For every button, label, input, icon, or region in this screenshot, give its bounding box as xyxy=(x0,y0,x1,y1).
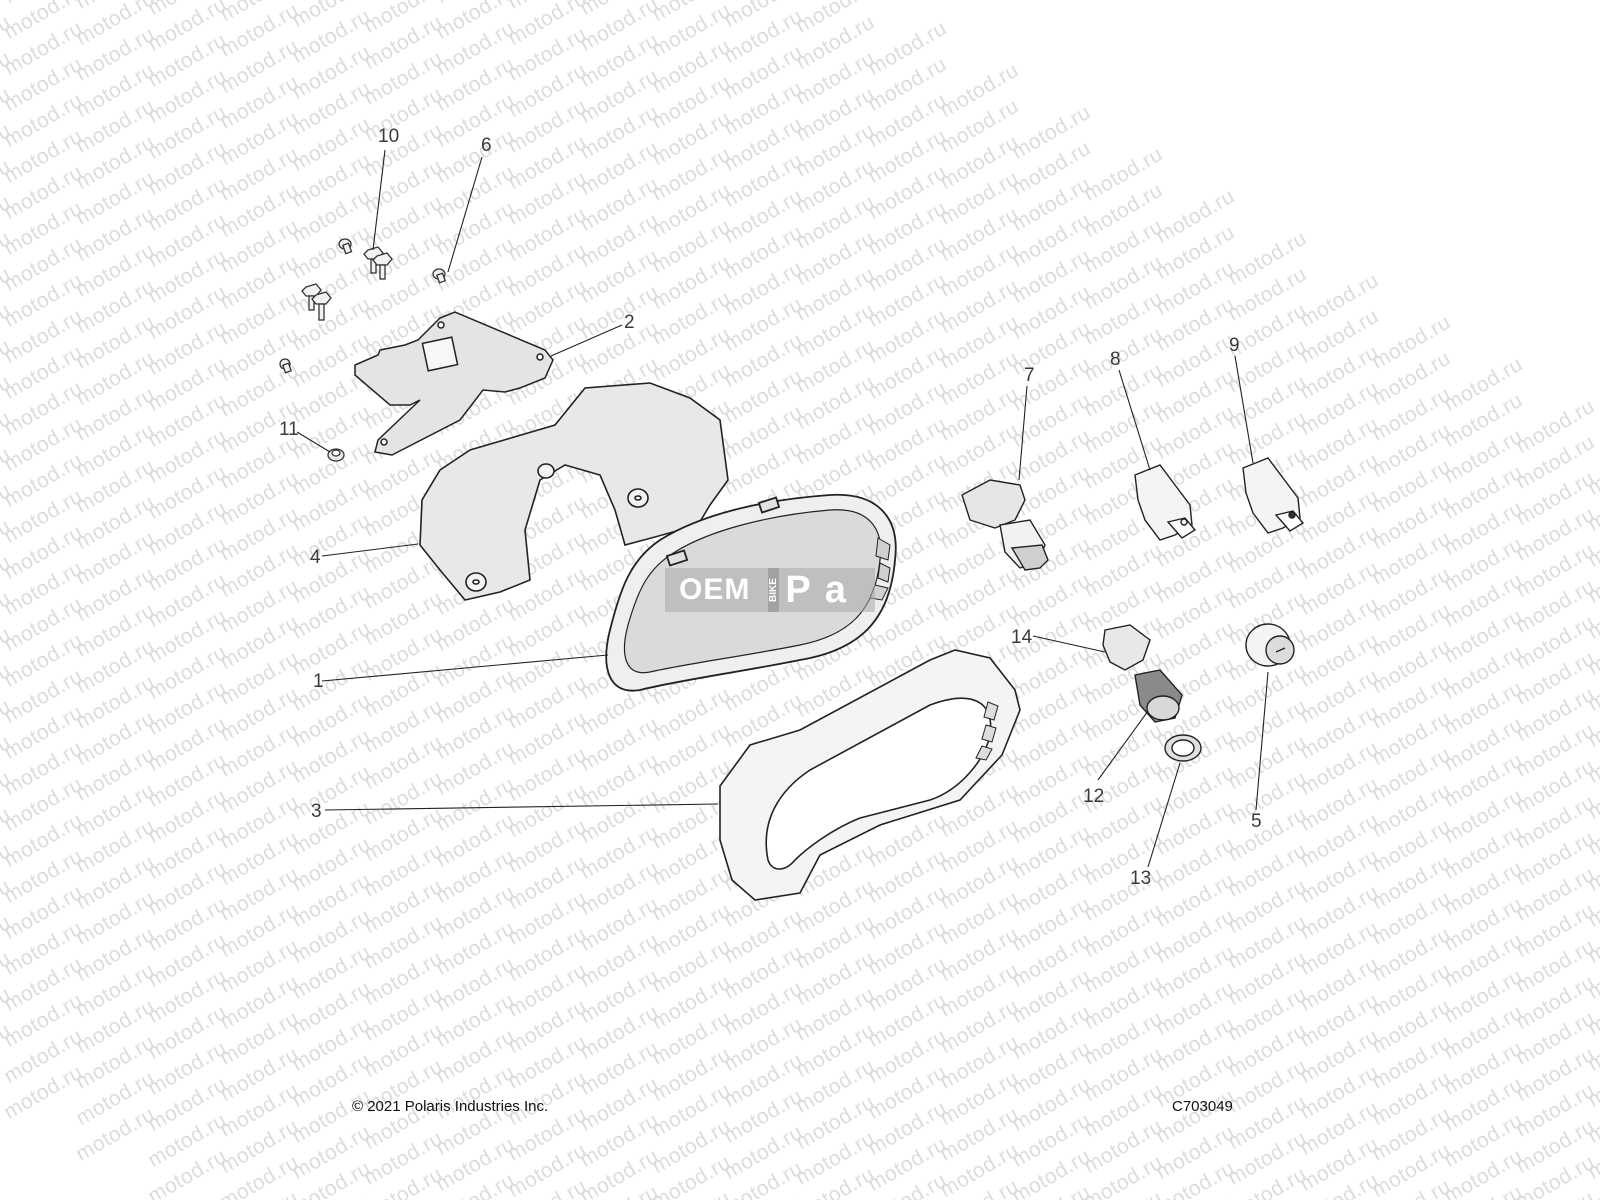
diagram-code: C703049 xyxy=(1172,1098,1233,1115)
oem-logo-text: OEM xyxy=(679,573,751,606)
callout-label-7: 7 xyxy=(1024,365,1035,386)
power-outlet-part-5 xyxy=(1245,623,1295,667)
callout-label-6: 6 xyxy=(481,135,492,156)
bolt-part-10 xyxy=(279,238,447,374)
leader-line-10 xyxy=(372,149,386,251)
leader-line-2 xyxy=(550,324,623,357)
callout-label-10: 10 xyxy=(378,126,400,147)
oem-logo-pa-text: Pa xyxy=(785,568,860,611)
copyright-text: © 2021 Polaris Industries Inc. xyxy=(352,1098,549,1115)
leader-line-14 xyxy=(1032,635,1106,653)
leader-line-5 xyxy=(1255,671,1269,811)
rocker-switch-part-8 xyxy=(1134,464,1197,541)
callout-label-11: 11 xyxy=(279,419,299,440)
callout-label-13: 13 xyxy=(1130,868,1152,889)
usb-connector-part-14 xyxy=(1102,624,1151,671)
callout-label-12: 12 xyxy=(1083,786,1105,807)
leader-line-9 xyxy=(1234,355,1254,464)
housing-part-4 xyxy=(419,382,729,601)
leader-line-7 xyxy=(1018,385,1028,481)
ignition-switch-part-7 xyxy=(961,479,1049,571)
leader-lines xyxy=(296,149,1269,868)
callout-label-14: 14 xyxy=(1011,627,1033,648)
leader-line-13 xyxy=(1147,762,1181,868)
usb-body-part-12 xyxy=(1134,669,1183,723)
leader-line-12 xyxy=(1097,710,1149,781)
oem-logo-bike-text: BIKE xyxy=(768,568,780,612)
rocker-switch-part-9 xyxy=(1242,457,1305,534)
oem-overlay-logo: OEM BIKE Pa xyxy=(665,568,875,612)
leader-line-4 xyxy=(321,543,419,557)
callout-label-4: 4 xyxy=(310,547,321,568)
grommet-part-11 xyxy=(327,448,345,462)
leader-line-8 xyxy=(1118,369,1151,471)
callout-label-1: 1 xyxy=(313,671,324,692)
usb-nut-part-13 xyxy=(1164,734,1202,762)
callout-label-9: 9 xyxy=(1229,335,1240,356)
leader-line-6 xyxy=(447,156,483,273)
leader-line-1 xyxy=(321,654,609,682)
leader-line-11 xyxy=(296,431,331,453)
callout-label-2: 2 xyxy=(624,312,635,333)
callout-label-5: 5 xyxy=(1251,811,1262,832)
callout-label-8: 8 xyxy=(1110,349,1121,370)
bezel-part-3 xyxy=(719,649,1021,901)
callout-label-3: 3 xyxy=(311,801,322,822)
bracket-part-2 xyxy=(354,311,554,456)
leader-line-3 xyxy=(324,803,719,811)
